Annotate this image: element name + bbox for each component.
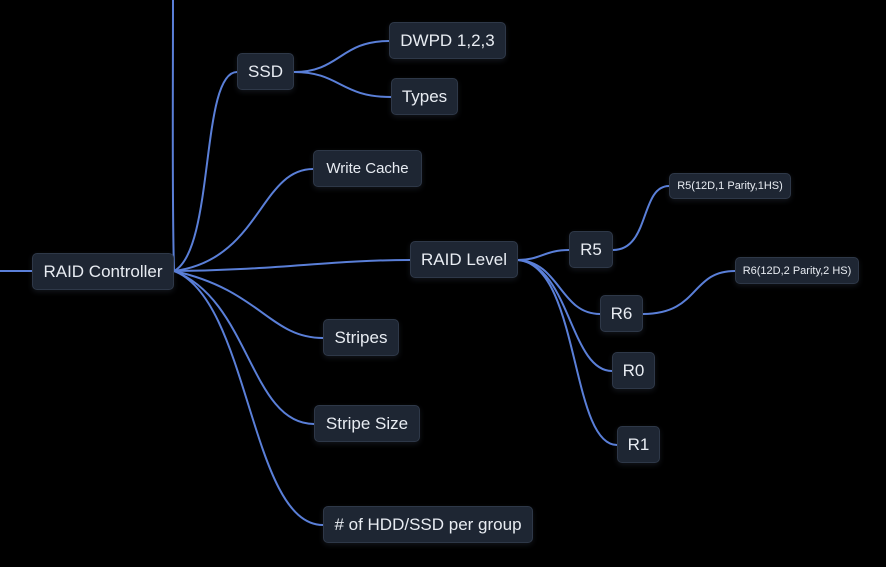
node-r6[interactable]: R6 — [600, 295, 643, 332]
edge-types — [293, 71, 392, 98]
edge-drives-per-group — [173, 270, 324, 526]
node-r5-detail[interactable]: R5(12D,1 Parity,1HS) — [669, 173, 791, 199]
node-ssd[interactable]: SSD — [237, 53, 294, 90]
edge-dwpd — [293, 40, 390, 73]
node-r6-detail[interactable]: R6(12D,2 Parity,2 HS) — [735, 257, 859, 284]
edge-stripe-size — [173, 270, 315, 425]
node-dwpd[interactable]: DWPD 1,2,3 — [389, 22, 506, 59]
node-stripe-size[interactable]: Stripe Size — [314, 405, 420, 442]
node-drives-per-group[interactable]: # of HDD/SSD per group — [323, 506, 533, 543]
edge-ssd — [173, 71, 238, 272]
node-write-cache[interactable]: Write Cache — [313, 150, 422, 187]
edge-write-cache — [173, 168, 314, 272]
node-stripes[interactable]: Stripes — [323, 319, 399, 356]
edge-r1 — [517, 259, 618, 446]
node-r0[interactable]: R0 — [612, 352, 655, 389]
edge-raid-level — [173, 259, 411, 272]
node-raid-controller[interactable]: RAID Controller — [32, 253, 174, 290]
edge-r0 — [517, 259, 613, 372]
node-r5[interactable]: R5 — [569, 231, 613, 268]
node-types[interactable]: Types — [391, 78, 458, 115]
node-r1[interactable]: R1 — [617, 426, 660, 463]
edge-r6-detail — [642, 270, 736, 315]
edge-r5-detail — [612, 185, 670, 251]
edge-r5 — [517, 249, 570, 261]
node-raid-level[interactable]: RAID Level — [410, 241, 518, 278]
edge-parent-up — [171, 0, 175, 272]
edge-stripes — [173, 270, 324, 339]
